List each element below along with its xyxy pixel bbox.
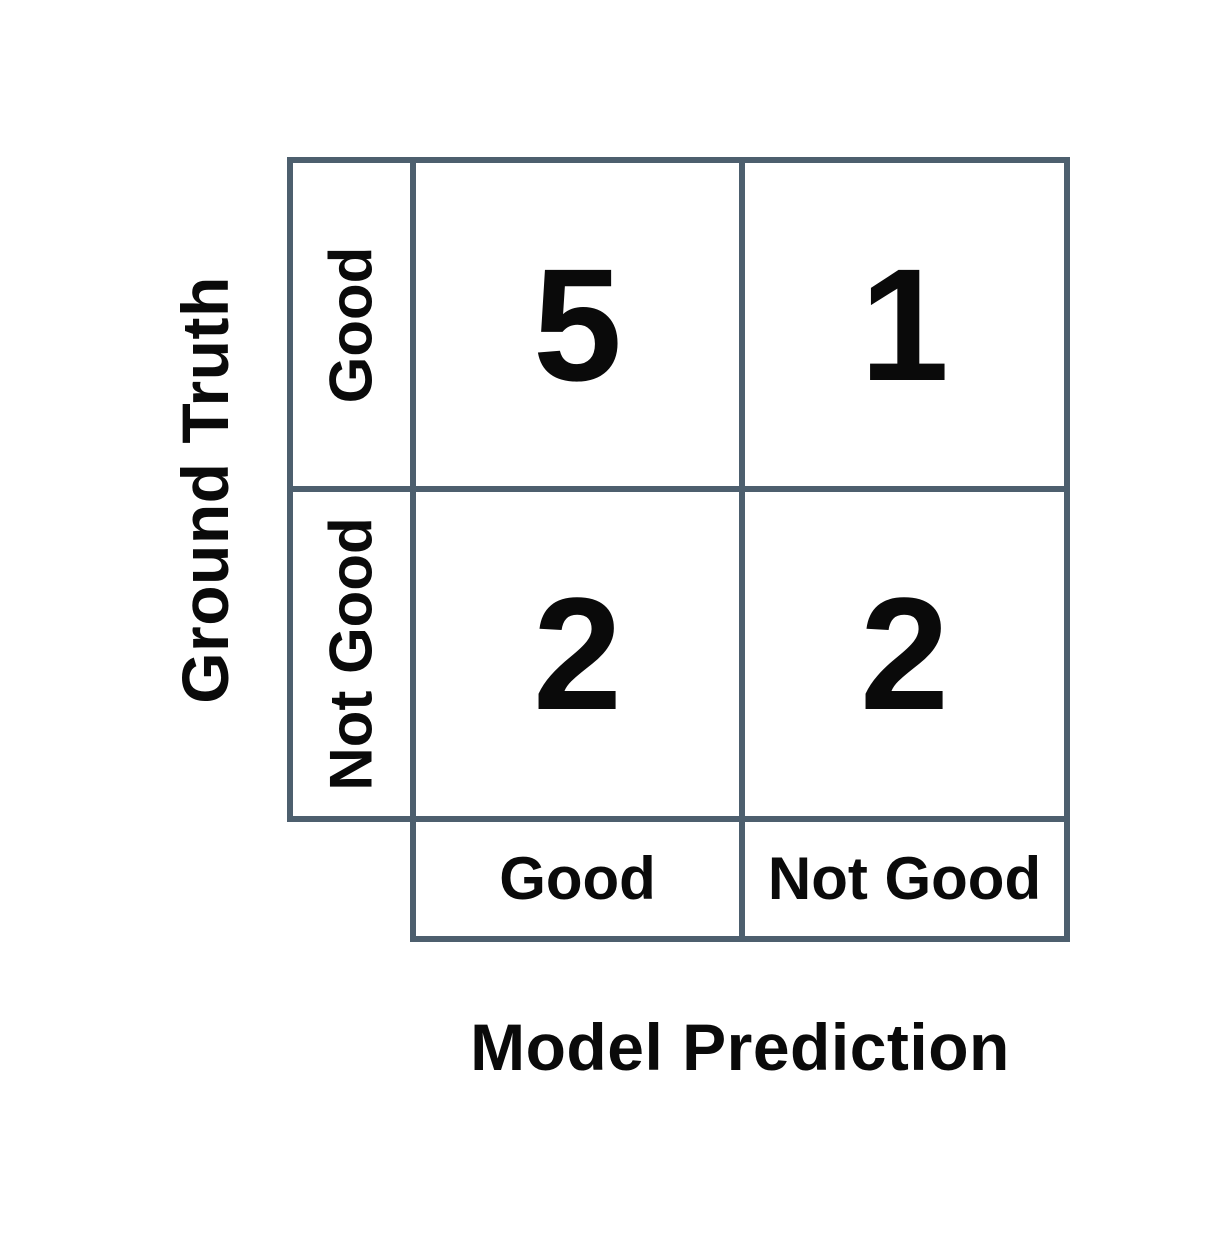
- matrix-cell-false-positive: 2: [416, 492, 745, 816]
- y-axis-title: Ground Truth: [168, 276, 242, 704]
- cell-value: 5: [533, 234, 622, 414]
- col-header-cell: Not Good: [745, 822, 1064, 936]
- cell-value: 1: [860, 234, 949, 414]
- row-label-not-good: Not Good: [317, 517, 385, 791]
- confusion-matrix-grid: Good 5 1 Not Good 2 2: [287, 157, 1070, 822]
- matrix-cell-true-negative: 2: [745, 492, 1064, 816]
- cell-value: 2: [860, 564, 949, 743]
- column-header-row: Good Not Good: [410, 816, 1070, 942]
- matrix-cell-true-positive: 5: [416, 163, 745, 492]
- col-header-cell: Good: [416, 822, 745, 936]
- cell-value: 2: [533, 564, 622, 743]
- x-axis-title: Model Prediction: [470, 1010, 1010, 1084]
- row-label-good: Good: [317, 246, 385, 403]
- row-header-cell: Good: [293, 163, 416, 492]
- col-label-good: Good: [499, 845, 656, 912]
- col-label-not-good: Not Good: [767, 845, 1042, 912]
- row-header-cell: Not Good: [293, 492, 416, 816]
- matrix-cell-false-negative: 1: [745, 163, 1064, 492]
